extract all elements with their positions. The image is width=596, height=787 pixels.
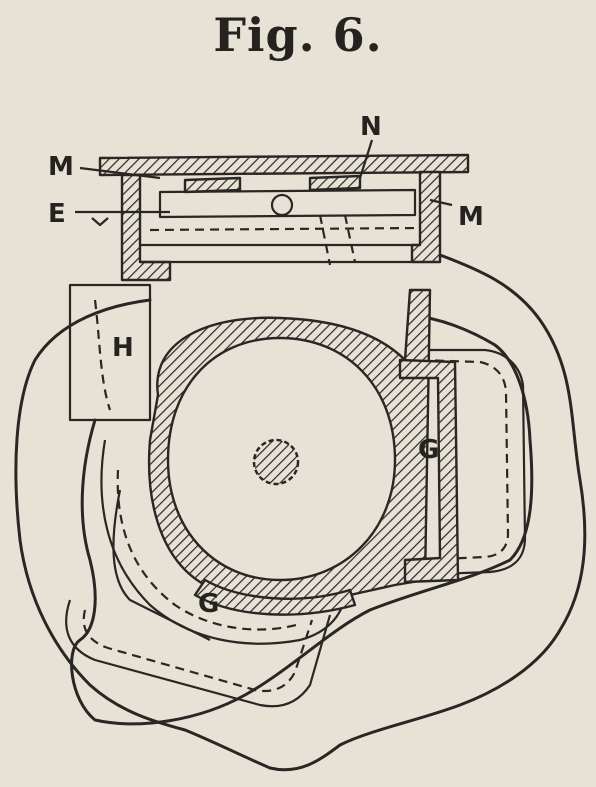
valve-chest-floor [140,243,420,264]
inlet-port-h [68,283,152,422]
top-cover-plate [98,153,470,177]
label-g-bottom: G [198,589,219,619]
valve-chest-dashed [149,214,421,266]
outer-casing-outline [14,253,587,772]
channel-dashed-lower [116,469,301,631]
lower-lobe-outline [65,599,332,708]
leader-n [358,139,374,179]
shaft-section [252,438,300,486]
slide-valve [158,188,417,219]
label-g-right: G [418,435,439,465]
figure-title: Fig. 6. [213,8,383,62]
label-n: N [360,112,382,142]
valve-spindle-circle [270,193,294,217]
leader-e-tick [91,217,109,227]
channel-dashed-right [419,358,510,562]
inner-casing-outline [70,313,534,726]
lower-tongue-outline [112,489,211,641]
label-m-left: M [48,152,74,182]
label-e: E [48,199,66,229]
lower-lobe-dashed [82,609,314,693]
leader-m-left [79,166,161,180]
label-h: H [112,333,134,363]
channel-wall-g-right [398,358,460,584]
valve-chest-right-wall [410,170,442,264]
channel-wall-g-bottom [193,578,357,616]
leader-m-right [429,198,453,207]
channel-outline-right [409,348,527,577]
slide-valve-ports [183,174,362,194]
valve-chest-left-wall [120,173,172,282]
label-m-right: M [458,202,484,232]
inlet-port-dashed [93,299,112,411]
